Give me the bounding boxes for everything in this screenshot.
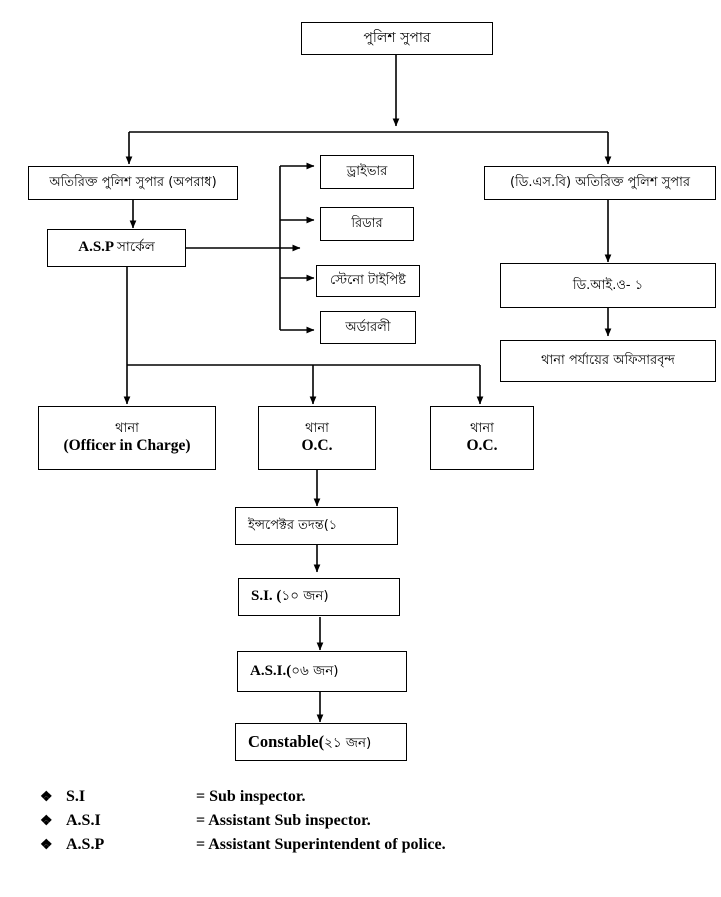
node-thana-oc-3-line1: থানা	[470, 421, 494, 437]
node-thana-oc-2-line2: O.C.	[301, 436, 333, 454]
node-asi[interactable]: A.S.I.(০৬ জন)	[237, 651, 407, 692]
node-additional-sp-dsb[interactable]: (ডি.এস.বি) অতিরিক্ত পুলিশ সুপার	[484, 166, 716, 200]
diamond-bullet-icon: ❖	[40, 838, 53, 853]
node-dio-1-label: ডি.আই.ও- ১	[572, 277, 644, 293]
node-inspector-investigation[interactable]: ইন্সপেক্টর তদন্ত(১	[235, 507, 398, 545]
node-si[interactable]: S.I. (১০ জন)	[238, 578, 400, 616]
legend-row: ❖ S.I = Sub inspector.	[40, 788, 640, 812]
diamond-bullet-icon: ❖	[40, 790, 53, 805]
node-driver[interactable]: ড্রাইভার	[320, 155, 414, 189]
legend-definition-si: = Sub inspector.	[196, 788, 306, 805]
legend-term-si: S.I	[66, 788, 86, 805]
node-asi-label: A.S.I.(০৬ জন)	[250, 662, 339, 679]
legend: ❖ S.I = Sub inspector. ❖ A.S.I = Assista…	[40, 788, 640, 860]
legend-row: ❖ A.S.P = Assistant Superintendent of po…	[40, 836, 640, 860]
node-additional-sp-crime-label: অতিরিক্ত পুলিশ সুপার (অপরাধ)	[49, 175, 217, 191]
node-steno-typist-label: স্টেনো টাইপিষ্ট	[330, 273, 406, 289]
legend-definition-asp: = Assistant Superintendent of police.	[196, 836, 446, 853]
legend-definition-asi: = Assistant Sub inspector.	[196, 812, 371, 829]
node-driver-label: ড্রাইভার	[346, 164, 388, 180]
diamond-bullet-icon: ❖	[40, 814, 53, 829]
legend-term-asp: A.S.P	[66, 836, 105, 853]
node-asp-circle-label: A.S.P সার্কেল	[78, 239, 155, 256]
node-thana-level-officers[interactable]: থানা পর্যায়ের অফিসারবৃন্দ	[500, 340, 716, 382]
node-thana-officer-in-charge[interactable]: থানা (Officer in Charge)	[38, 406, 216, 470]
node-thana-oc-3[interactable]: থানা O.C.	[430, 406, 534, 470]
node-thana-officer-in-charge-line2: (Officer in Charge)	[63, 436, 191, 454]
legend-term-asi: A.S.I	[66, 812, 101, 829]
legend-row: ❖ A.S.I = Assistant Sub inspector.	[40, 812, 640, 836]
node-additional-sp-crime[interactable]: অতিরিক্ত পুলিশ সুপার (অপরাধ)	[28, 166, 238, 200]
node-constable[interactable]: Constable(২১ জন)	[235, 723, 407, 761]
node-reader-label: রিডার	[351, 216, 383, 232]
node-steno-typist[interactable]: স্টেনো টাইপিষ্ট	[316, 265, 420, 297]
node-thana-oc-3-line2: O.C.	[466, 436, 498, 454]
node-inspector-investigation-label: ইন্সপেক্টর তদন্ত(১	[248, 518, 338, 534]
node-orderly[interactable]: অর্ডারলী	[320, 311, 416, 344]
node-additional-sp-dsb-label: (ডি.এস.বি) অতিরিক্ত পুলিশ সুপার	[509, 175, 690, 191]
node-asp-circle[interactable]: A.S.P সার্কেল	[47, 229, 186, 267]
node-police-super[interactable]: পুলিশ সুপার	[301, 22, 493, 55]
node-thana-oc-2-line1: থানা	[305, 421, 329, 437]
node-thana-officer-in-charge-line1: থানা	[115, 421, 139, 437]
node-si-label: S.I. (১০ জন)	[251, 588, 329, 605]
node-thana-oc-2[interactable]: থানা O.C.	[258, 406, 376, 470]
node-dio-1[interactable]: ডি.আই.ও- ১	[500, 263, 716, 308]
node-orderly-label: অর্ডারলী	[345, 319, 391, 335]
node-thana-level-officers-label: থানা পর্যায়ের অফিসারবৃন্দ	[541, 353, 675, 369]
node-constable-label: Constable(২১ জন)	[248, 731, 372, 751]
node-police-super-label: পুলিশ সুপার	[363, 30, 431, 47]
node-reader[interactable]: রিডার	[320, 207, 414, 241]
